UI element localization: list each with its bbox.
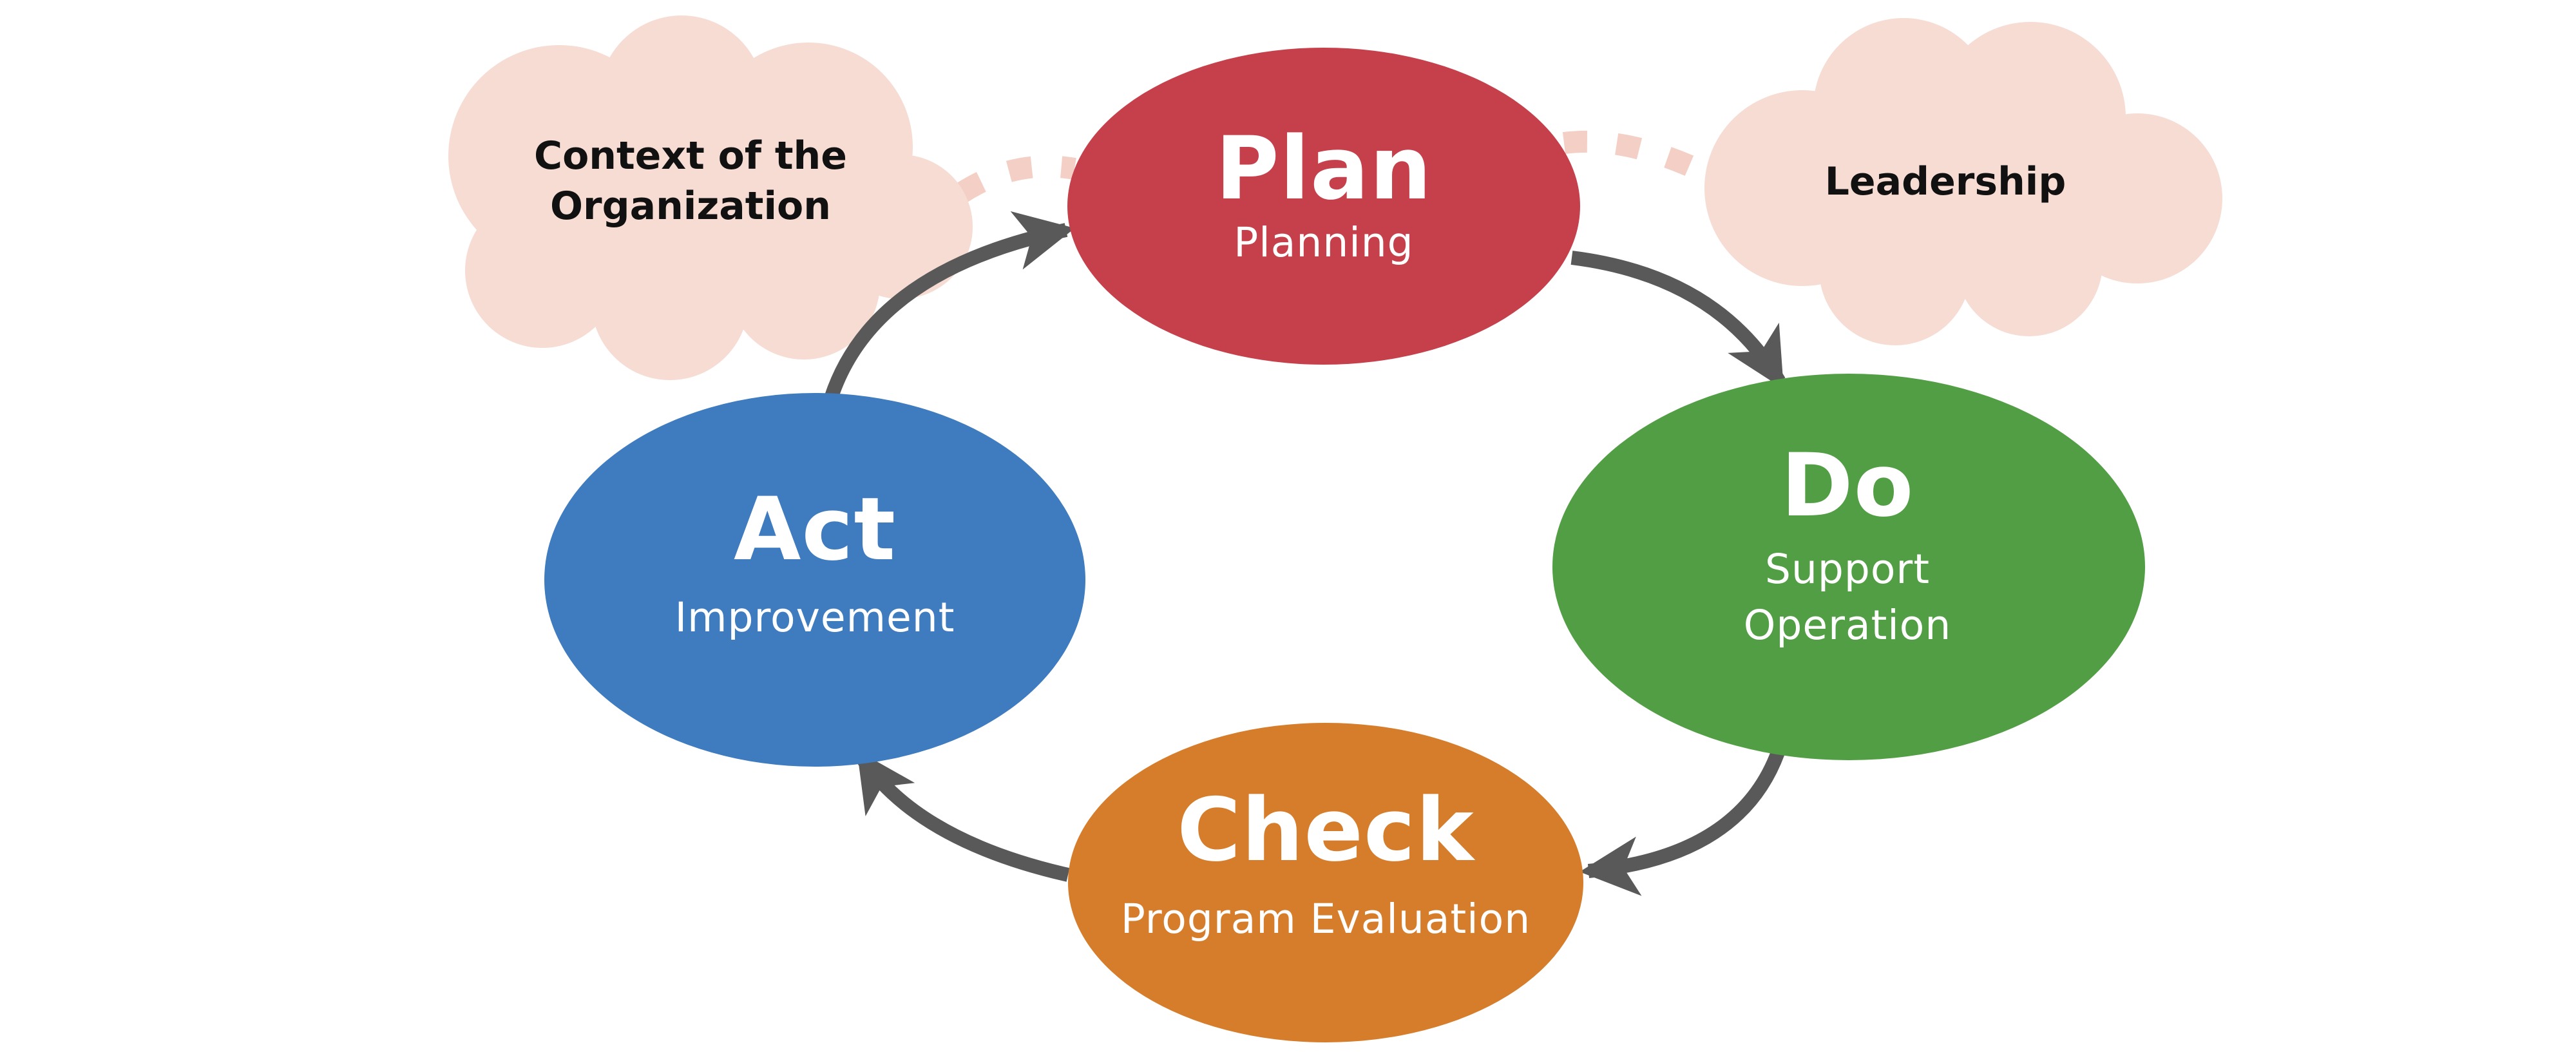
arrow-act-to-plan (824, 211, 1075, 401)
node-check: Check Program Evaluation (1068, 723, 1583, 1042)
node-plan: Plan Planning (1067, 48, 1580, 365)
node-act-subtitle: Improvement (675, 594, 955, 641)
node-plan-ellipse (1067, 48, 1580, 365)
node-check-subtitle: Program Evaluation (1121, 895, 1531, 943)
node-do-subtitle-line1: Support (1765, 546, 1930, 593)
cloud-context-label-line2: Organization (550, 184, 831, 229)
node-plan-subtitle: Planning (1234, 219, 1413, 266)
node-do-title: Do (1781, 435, 1914, 536)
cloud-leadership-label: Leadership (1825, 159, 2066, 204)
dotted-connector-plan-to-leadership (1562, 130, 1707, 182)
cloud-context-of-the-organization: Context of the Organization (448, 15, 973, 380)
arrow-check-to-act (855, 750, 1070, 882)
node-act-title: Act (734, 479, 896, 580)
dotted-connector-context-to-plan (955, 155, 1076, 203)
node-check-title: Check (1177, 780, 1476, 881)
node-plan-title: Plan (1216, 118, 1432, 219)
node-do-ellipse (1552, 374, 2145, 760)
node-act-ellipse (544, 393, 1085, 767)
arrow-plan-to-do (1570, 251, 1786, 389)
cloud-body (1784, 93, 2155, 287)
node-do: Do Support Operation (1552, 374, 2145, 760)
cloud-body (490, 104, 915, 321)
cloud-leadership: Leadership (1704, 18, 2222, 345)
node-do-subtitle-line2: Operation (1744, 602, 1952, 649)
arrow-do-to-check (1579, 750, 1785, 896)
cloud-context-label-line1: Context of the (534, 133, 847, 178)
node-act: Act Improvement (544, 393, 1085, 767)
node-check-ellipse (1068, 723, 1583, 1042)
